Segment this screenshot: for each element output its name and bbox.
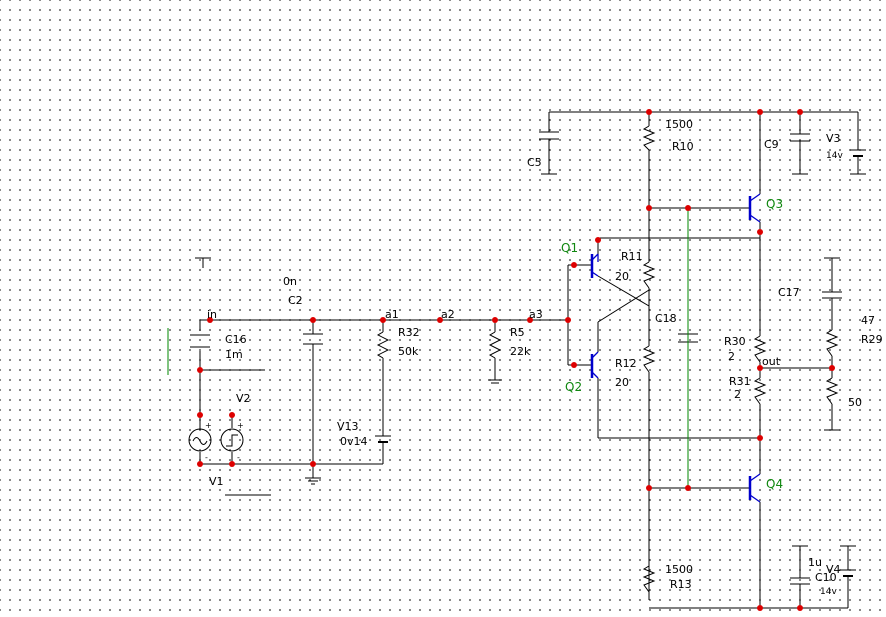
label-r12-value: 20 (615, 376, 629, 389)
capacitor-c16[interactable] (190, 334, 210, 348)
label-r30: R30 (724, 335, 746, 348)
ground-input (305, 477, 321, 485)
v1-minus: - (205, 453, 208, 462)
v2-minus: - (237, 453, 240, 462)
driver-wires[interactable] (567, 208, 760, 600)
capacitor-c10[interactable] (790, 577, 810, 585)
label-r13: R13 (670, 578, 692, 591)
label-c2-value: 0n (283, 275, 297, 288)
transistor-q1[interactable] (590, 253, 599, 278)
output-wires[interactable] (649, 257, 856, 609)
label-r11: R11 (621, 250, 643, 263)
resistor-r31[interactable] (753, 377, 767, 405)
ground-r5 (488, 379, 502, 384)
label-c10-value: 1u (808, 556, 822, 569)
label-r29: R29 (861, 333, 883, 346)
capacitor-c2[interactable] (303, 333, 323, 345)
v1-plus: + (205, 421, 212, 430)
v2-plus: + (237, 421, 244, 430)
label-r10-value: 1500 (665, 118, 693, 131)
ground-top-left (195, 257, 211, 268)
label-c2: C2 (288, 294, 303, 307)
label-v13: V13 (337, 420, 359, 433)
label-q2: Q2 (565, 380, 582, 394)
label-c16-value: 1m (225, 348, 243, 361)
resistor-r10[interactable] (642, 125, 656, 151)
capacitor-c17[interactable] (822, 291, 842, 299)
label-r5: R5 (510, 326, 525, 339)
transistor-q2[interactable] (590, 351, 599, 379)
label-c17: C17 (778, 286, 800, 299)
capacitor-c5[interactable] (539, 131, 559, 140)
label-c18: C18 (655, 312, 677, 325)
label-r31-value: 2 (734, 388, 741, 401)
source-v2[interactable] (220, 428, 244, 452)
label-r32-value: 50k (398, 345, 419, 358)
label-r31: R31 (729, 375, 751, 388)
label-c16: C16 (225, 333, 247, 346)
battery-v4[interactable] (840, 569, 856, 577)
label-v1: V1 (209, 475, 224, 488)
label-r5-value: 22k (510, 345, 531, 358)
label-v2: V2 (236, 392, 251, 405)
battery-v3[interactable] (850, 149, 866, 157)
resistor-r29[interactable] (825, 329, 839, 357)
label-c5: C5 (527, 156, 542, 169)
label-v3-value: 14v (826, 151, 843, 161)
label-r30-value: 2 (728, 350, 735, 363)
label-r11-value: 20 (615, 270, 629, 283)
transistor-q3[interactable] (748, 193, 761, 223)
battery-v13[interactable] (375, 435, 391, 443)
label-q3: Q3 (766, 197, 783, 211)
capacitor-c9[interactable] (790, 133, 810, 142)
resistor-r5[interactable] (488, 331, 502, 359)
label-r13-value: 1500 (665, 563, 693, 576)
label-a2: a2 (441, 308, 455, 321)
label-q4: Q4 (766, 477, 783, 491)
label-r10: R10 (672, 140, 694, 153)
label-v4-value: 14v (820, 587, 837, 597)
label-q1: Q1 (561, 241, 578, 255)
resistor-r11[interactable] (642, 261, 656, 289)
label-r32: R32 (398, 326, 420, 339)
label-c9: C9 (764, 138, 779, 151)
transistor-q4[interactable] (748, 473, 761, 503)
upper-rail-wires[interactable] (541, 111, 866, 336)
label-r29-value: 47 (861, 314, 875, 327)
resistor-r32[interactable] (376, 331, 390, 359)
junction-dots (197, 109, 835, 611)
label-v3: V3 (826, 132, 841, 145)
label-out: out (762, 355, 781, 368)
resistor-r13[interactable] (642, 565, 656, 593)
resistor-r30[interactable] (753, 335, 767, 363)
label-in: in (207, 308, 217, 321)
label-a1: a1 (385, 308, 399, 321)
label-c10: C10 (815, 571, 837, 584)
label-v13-value: 0v14 (340, 435, 368, 448)
label-rload-value: 50 (848, 396, 862, 409)
resistor-r12[interactable] (642, 345, 656, 373)
resistor-rload[interactable] (825, 377, 839, 405)
label-a3: a3 (529, 308, 543, 321)
label-v4: V4 (826, 563, 841, 576)
label-r12: R12 (615, 357, 637, 370)
source-v1[interactable] (188, 428, 212, 452)
